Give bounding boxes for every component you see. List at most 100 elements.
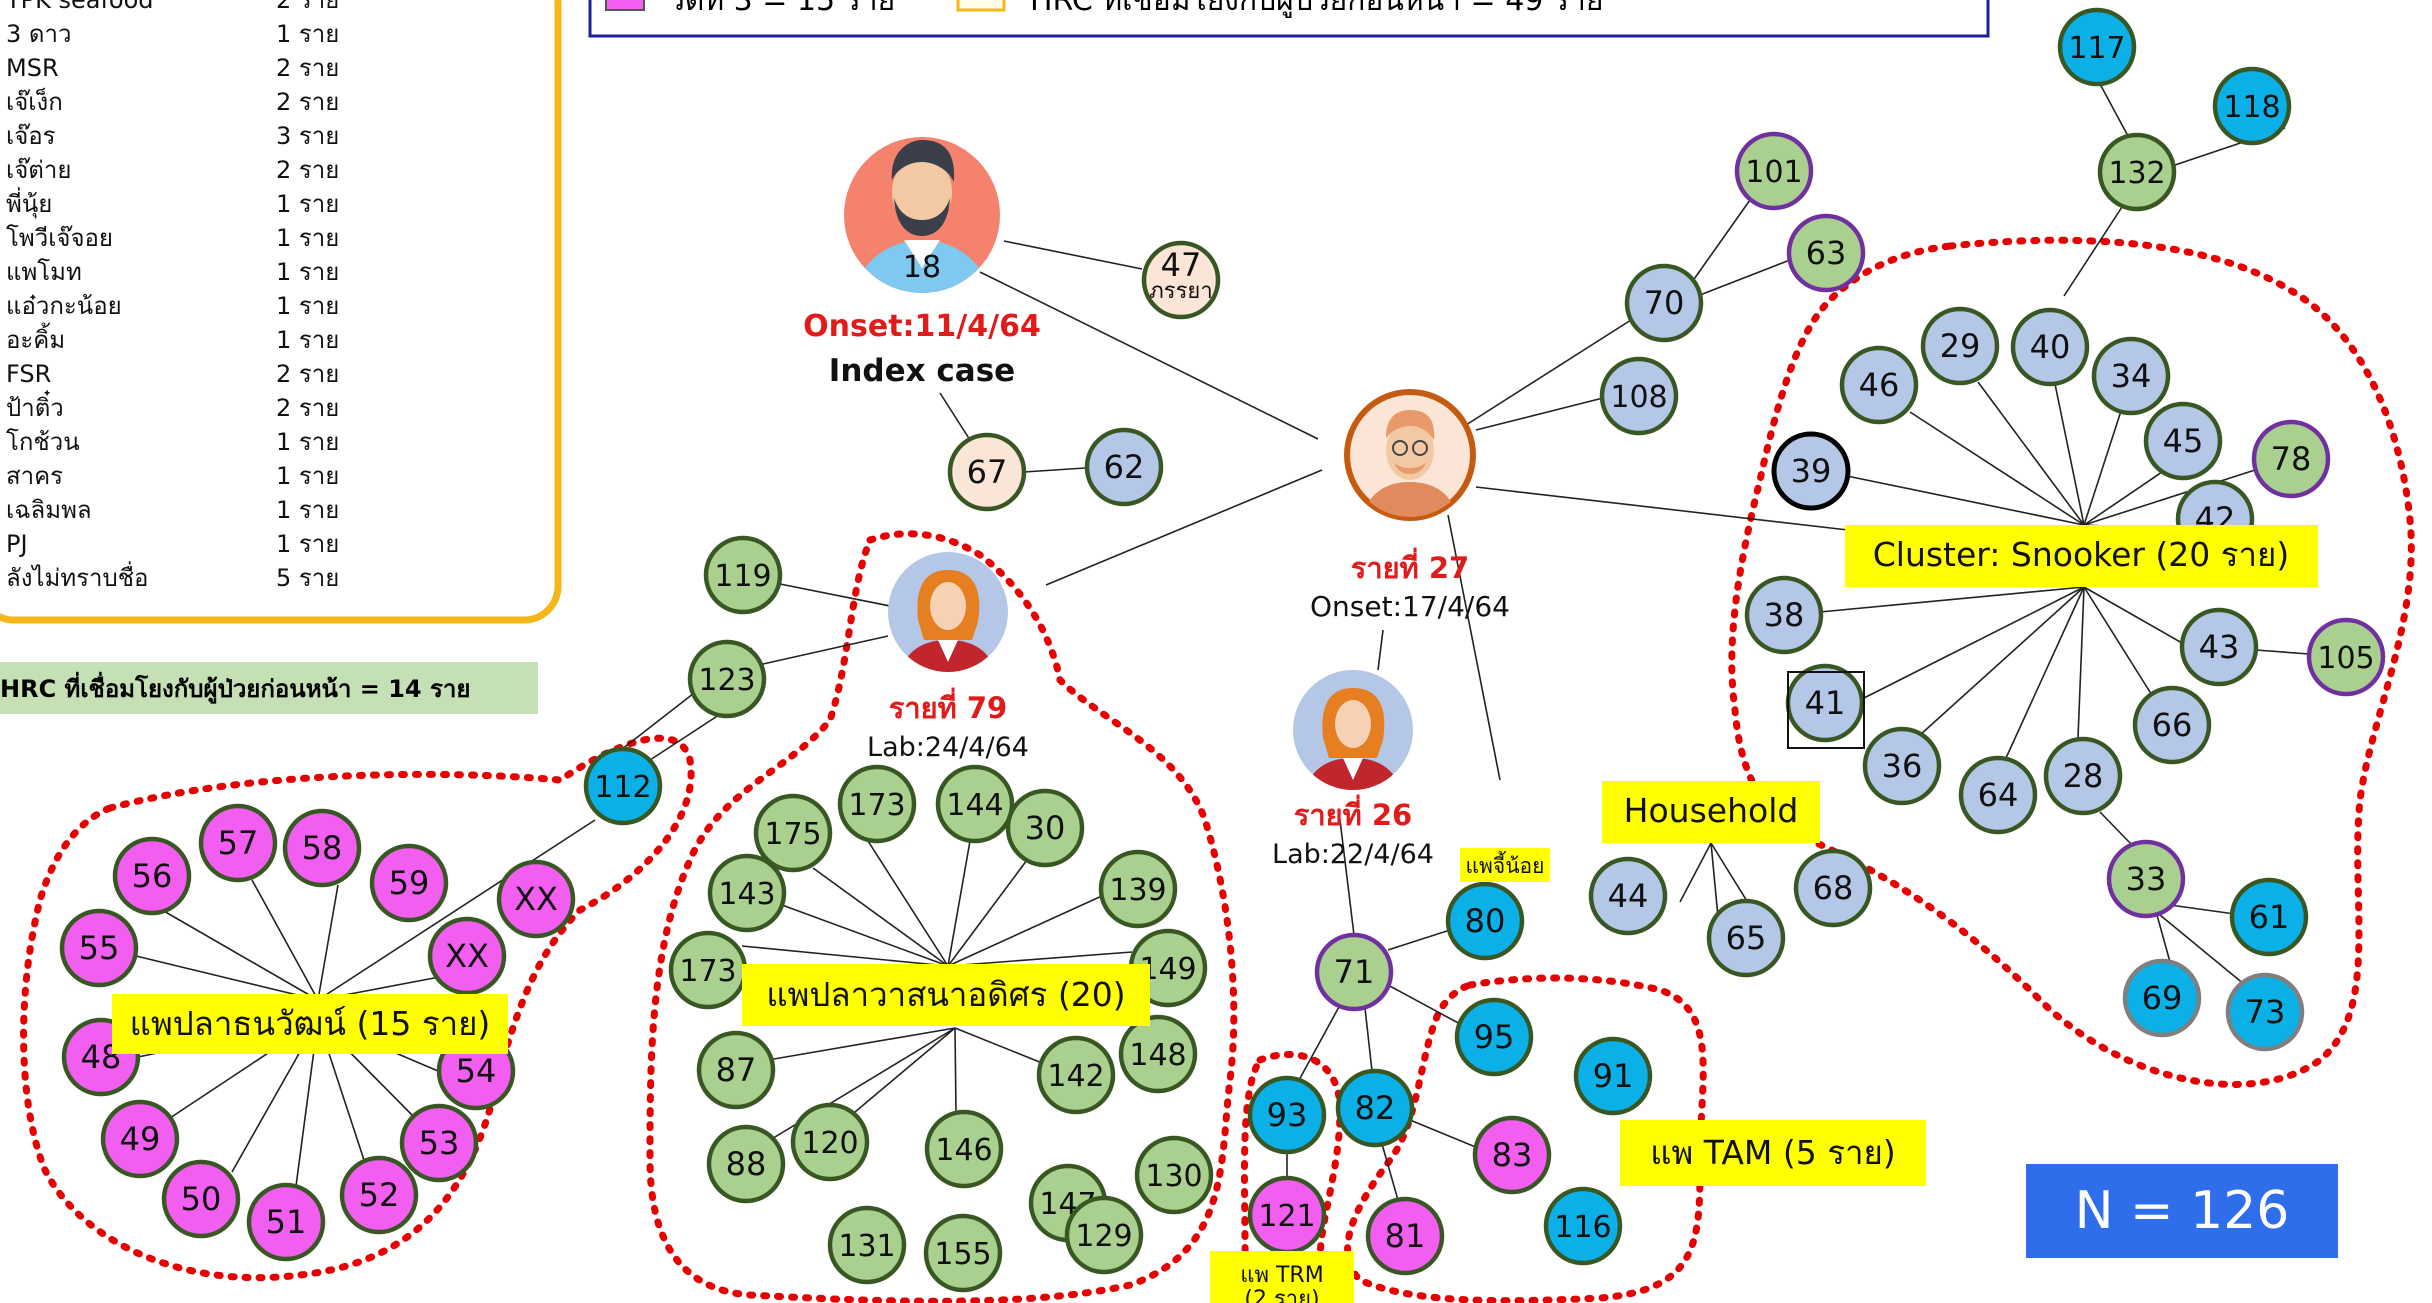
case26-lab: Lab:22/4/64	[1272, 839, 1434, 870]
case-node-circle	[2097, 132, 2177, 212]
case-node-label: 143	[718, 877, 775, 912]
edge	[781, 904, 949, 967]
case-node-circle	[1454, 997, 1534, 1077]
outline-tam	[1344, 974, 1707, 1303]
case-node-circle	[2306, 617, 2386, 697]
edge	[1297, 1004, 1341, 1083]
edge	[2156, 914, 2171, 963]
case-node-circle	[687, 639, 767, 719]
edge	[1381, 1143, 1399, 1201]
legend-row-name: 3 ดาว	[6, 20, 71, 48]
case-node: 116	[1543, 1186, 1623, 1266]
case-node-label: 108	[1610, 380, 1667, 415]
case-node-circle	[707, 853, 787, 933]
case-node-circle	[161, 1159, 241, 1239]
edge	[1710, 842, 1751, 907]
edge	[1364, 1007, 1373, 1072]
legend-row-count: 1 ราย	[276, 258, 339, 286]
legend-row-name: เฉลิมพล	[6, 496, 92, 524]
case-node: 59	[369, 843, 449, 923]
case-node-circle	[923, 1213, 1003, 1293]
edge	[2005, 586, 2085, 759]
case-node-label: 46	[1859, 366, 1900, 404]
case-node-circle	[1064, 1195, 1144, 1275]
edge	[1465, 319, 1632, 426]
case-node: 36	[1862, 726, 1942, 806]
node-47-relation: ภรรยา	[1149, 279, 1212, 304]
man-glasses-icon	[1362, 410, 1458, 517]
legend-row-count: 2 ราย	[276, 156, 339, 184]
case-node-label: 49	[120, 1120, 161, 1158]
case-node-label: XX	[445, 937, 489, 975]
case-node-circle	[696, 1030, 776, 1110]
case-node-label: 62	[1104, 448, 1145, 486]
case-node-label: 59	[389, 864, 430, 902]
case79-title: รายที่ 79	[889, 687, 1007, 725]
legend-row-count: 1 ราย	[276, 496, 339, 524]
case-node-label: 66	[2152, 706, 2193, 744]
case-node-circle	[100, 1099, 180, 1179]
case-node: 155	[923, 1213, 1003, 1293]
edge	[767, 1027, 956, 1061]
case-node-label: 173	[848, 788, 905, 823]
case-node-circle	[1247, 1075, 1327, 1155]
case-node: 142	[1036, 1035, 1116, 1115]
case-node: 131	[827, 1205, 907, 1285]
case-node: 101	[1734, 131, 1814, 211]
case-node: 117	[2057, 7, 2137, 87]
case-node-circle	[2132, 685, 2212, 765]
case-node-circle	[1786, 213, 1866, 293]
case-node-label: 54	[456, 1052, 497, 1090]
case-node: 69	[2122, 958, 2202, 1038]
edge	[2083, 586, 2156, 701]
edge	[762, 635, 889, 665]
edge	[947, 894, 1105, 967]
case-node: 44	[1588, 856, 1668, 936]
case-node-label: 144	[946, 788, 1003, 823]
case-node-circle	[2212, 66, 2292, 146]
case-node-label: 70	[1644, 284, 1685, 322]
case-node: 108	[1599, 356, 1679, 436]
case-node: 95	[1454, 997, 1534, 1077]
case-node-circle	[1134, 1135, 1214, 1215]
case-node-label: 105	[2317, 641, 2374, 676]
case-node-circle	[1599, 356, 1679, 436]
label-trm-bg	[1210, 1251, 1354, 1303]
case-node-label: 175	[764, 817, 821, 852]
edge	[2083, 586, 2183, 644]
edge	[954, 1027, 957, 1114]
edge	[947, 840, 971, 967]
label-trm-line2: (2 ราย)	[1244, 1287, 1319, 1303]
edge	[251, 879, 319, 1001]
case-node-circle	[1793, 848, 1873, 928]
case-node: 71	[1314, 932, 1394, 1012]
edge	[1377, 629, 1384, 671]
case-node-circle	[369, 843, 449, 923]
case-node-label: 65	[1726, 919, 1767, 957]
case-node-label: 146	[935, 1133, 992, 1168]
case-node-circle	[1445, 881, 1525, 961]
case-node-label: 45	[2163, 422, 2204, 460]
legend-row-count: 2 ราย	[276, 88, 339, 116]
case-node-label: 173	[679, 954, 736, 989]
edge	[1691, 199, 1751, 283]
case-node: 29	[1920, 306, 2000, 386]
case-node-label: 81	[1385, 1217, 1426, 1255]
case-node-label: 148	[1129, 1038, 1186, 1073]
edge	[779, 583, 911, 611]
total-count-bg	[2026, 1164, 2338, 1258]
label-wasana-bg	[742, 964, 1150, 1026]
case-node-circle	[59, 908, 139, 988]
index-case-person: 18 Onset:11/4/64 Index case	[803, 137, 1041, 389]
edge	[1045, 469, 1323, 586]
case-node: 173	[837, 764, 917, 844]
case26-title: รายที่ 26	[1294, 794, 1412, 832]
case-node-label: 112	[594, 770, 651, 805]
case-node: 175	[753, 793, 833, 873]
case-node: 33	[2106, 839, 2186, 919]
edge	[1409, 1119, 1479, 1149]
edge	[2083, 469, 2256, 526]
